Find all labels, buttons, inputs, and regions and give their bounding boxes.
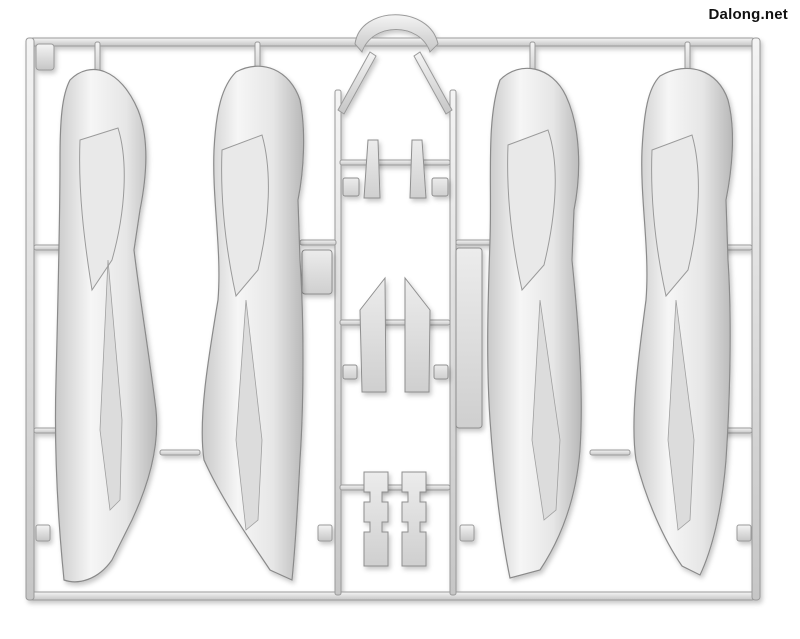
wing-part-2 xyxy=(201,65,305,581)
wing-part-3 xyxy=(487,67,582,579)
wing-part-1 xyxy=(54,68,158,583)
watermark-text: Dalong.net xyxy=(708,6,788,23)
runner-frame xyxy=(25,14,761,601)
center-small-parts xyxy=(301,139,483,567)
wing-part-4 xyxy=(633,67,734,576)
